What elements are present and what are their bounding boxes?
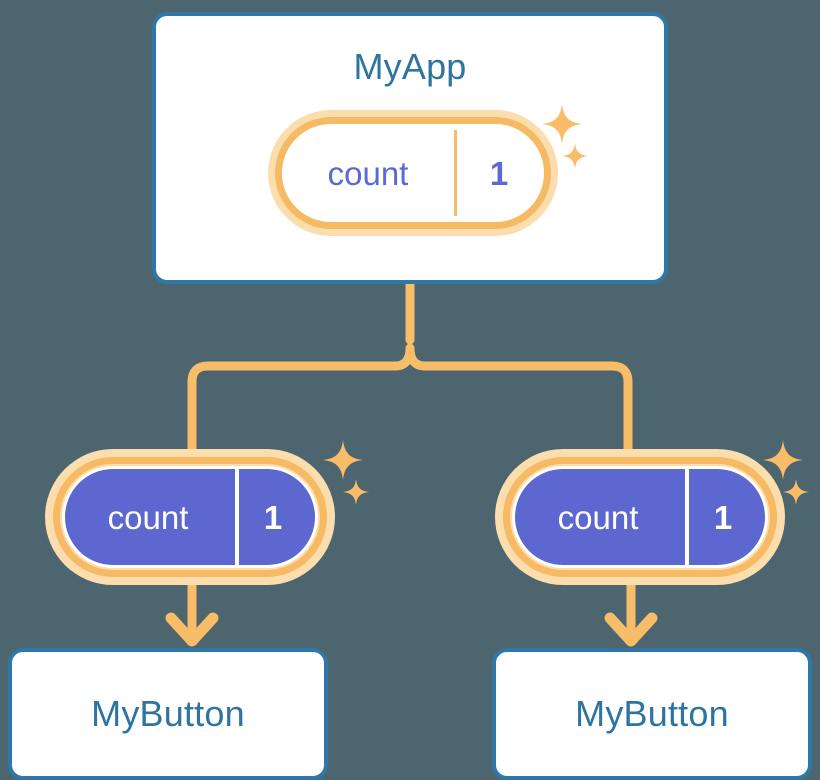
sparkle-small-icon xyxy=(783,479,809,505)
component-card-mybutton-right[interactable]: MyButton xyxy=(492,648,812,780)
component-title-mybutton: MyButton xyxy=(91,693,245,734)
arrow-down-right xyxy=(604,575,658,647)
state-pill-mybutton-right[interactable]: count 1 xyxy=(495,449,785,585)
state-value-label: 1 xyxy=(263,498,283,536)
state-pill-myapp[interactable]: count 1 xyxy=(268,110,558,236)
sparkle-large-icon xyxy=(323,440,363,480)
arrow-down-left xyxy=(165,575,219,647)
state-pill-mybutton-left[interactable]: count 1 xyxy=(45,449,335,585)
state-value-label: 1 xyxy=(489,154,509,192)
sparkle-small-icon xyxy=(343,479,369,505)
pill-body: count 1 xyxy=(512,466,768,568)
state-key-label: count xyxy=(327,154,409,192)
state-key-label: count xyxy=(107,498,189,536)
component-title-mybutton: MyButton xyxy=(575,693,729,734)
pill-divider xyxy=(454,130,457,216)
state-value-label: 1 xyxy=(713,498,733,536)
branch-connector xyxy=(187,279,633,470)
pill-body: count 1 xyxy=(282,124,544,222)
pill-divider xyxy=(685,469,689,565)
state-key-label: count xyxy=(557,498,639,536)
component-title-myapp: MyApp xyxy=(353,46,467,87)
pill-divider xyxy=(235,469,239,565)
pill-ring xyxy=(275,117,551,229)
pill-ring xyxy=(503,457,777,577)
pill-ring xyxy=(53,457,327,577)
pill-body: count 1 xyxy=(62,466,318,568)
component-card-mybutton-left[interactable]: MyButton xyxy=(8,648,328,780)
